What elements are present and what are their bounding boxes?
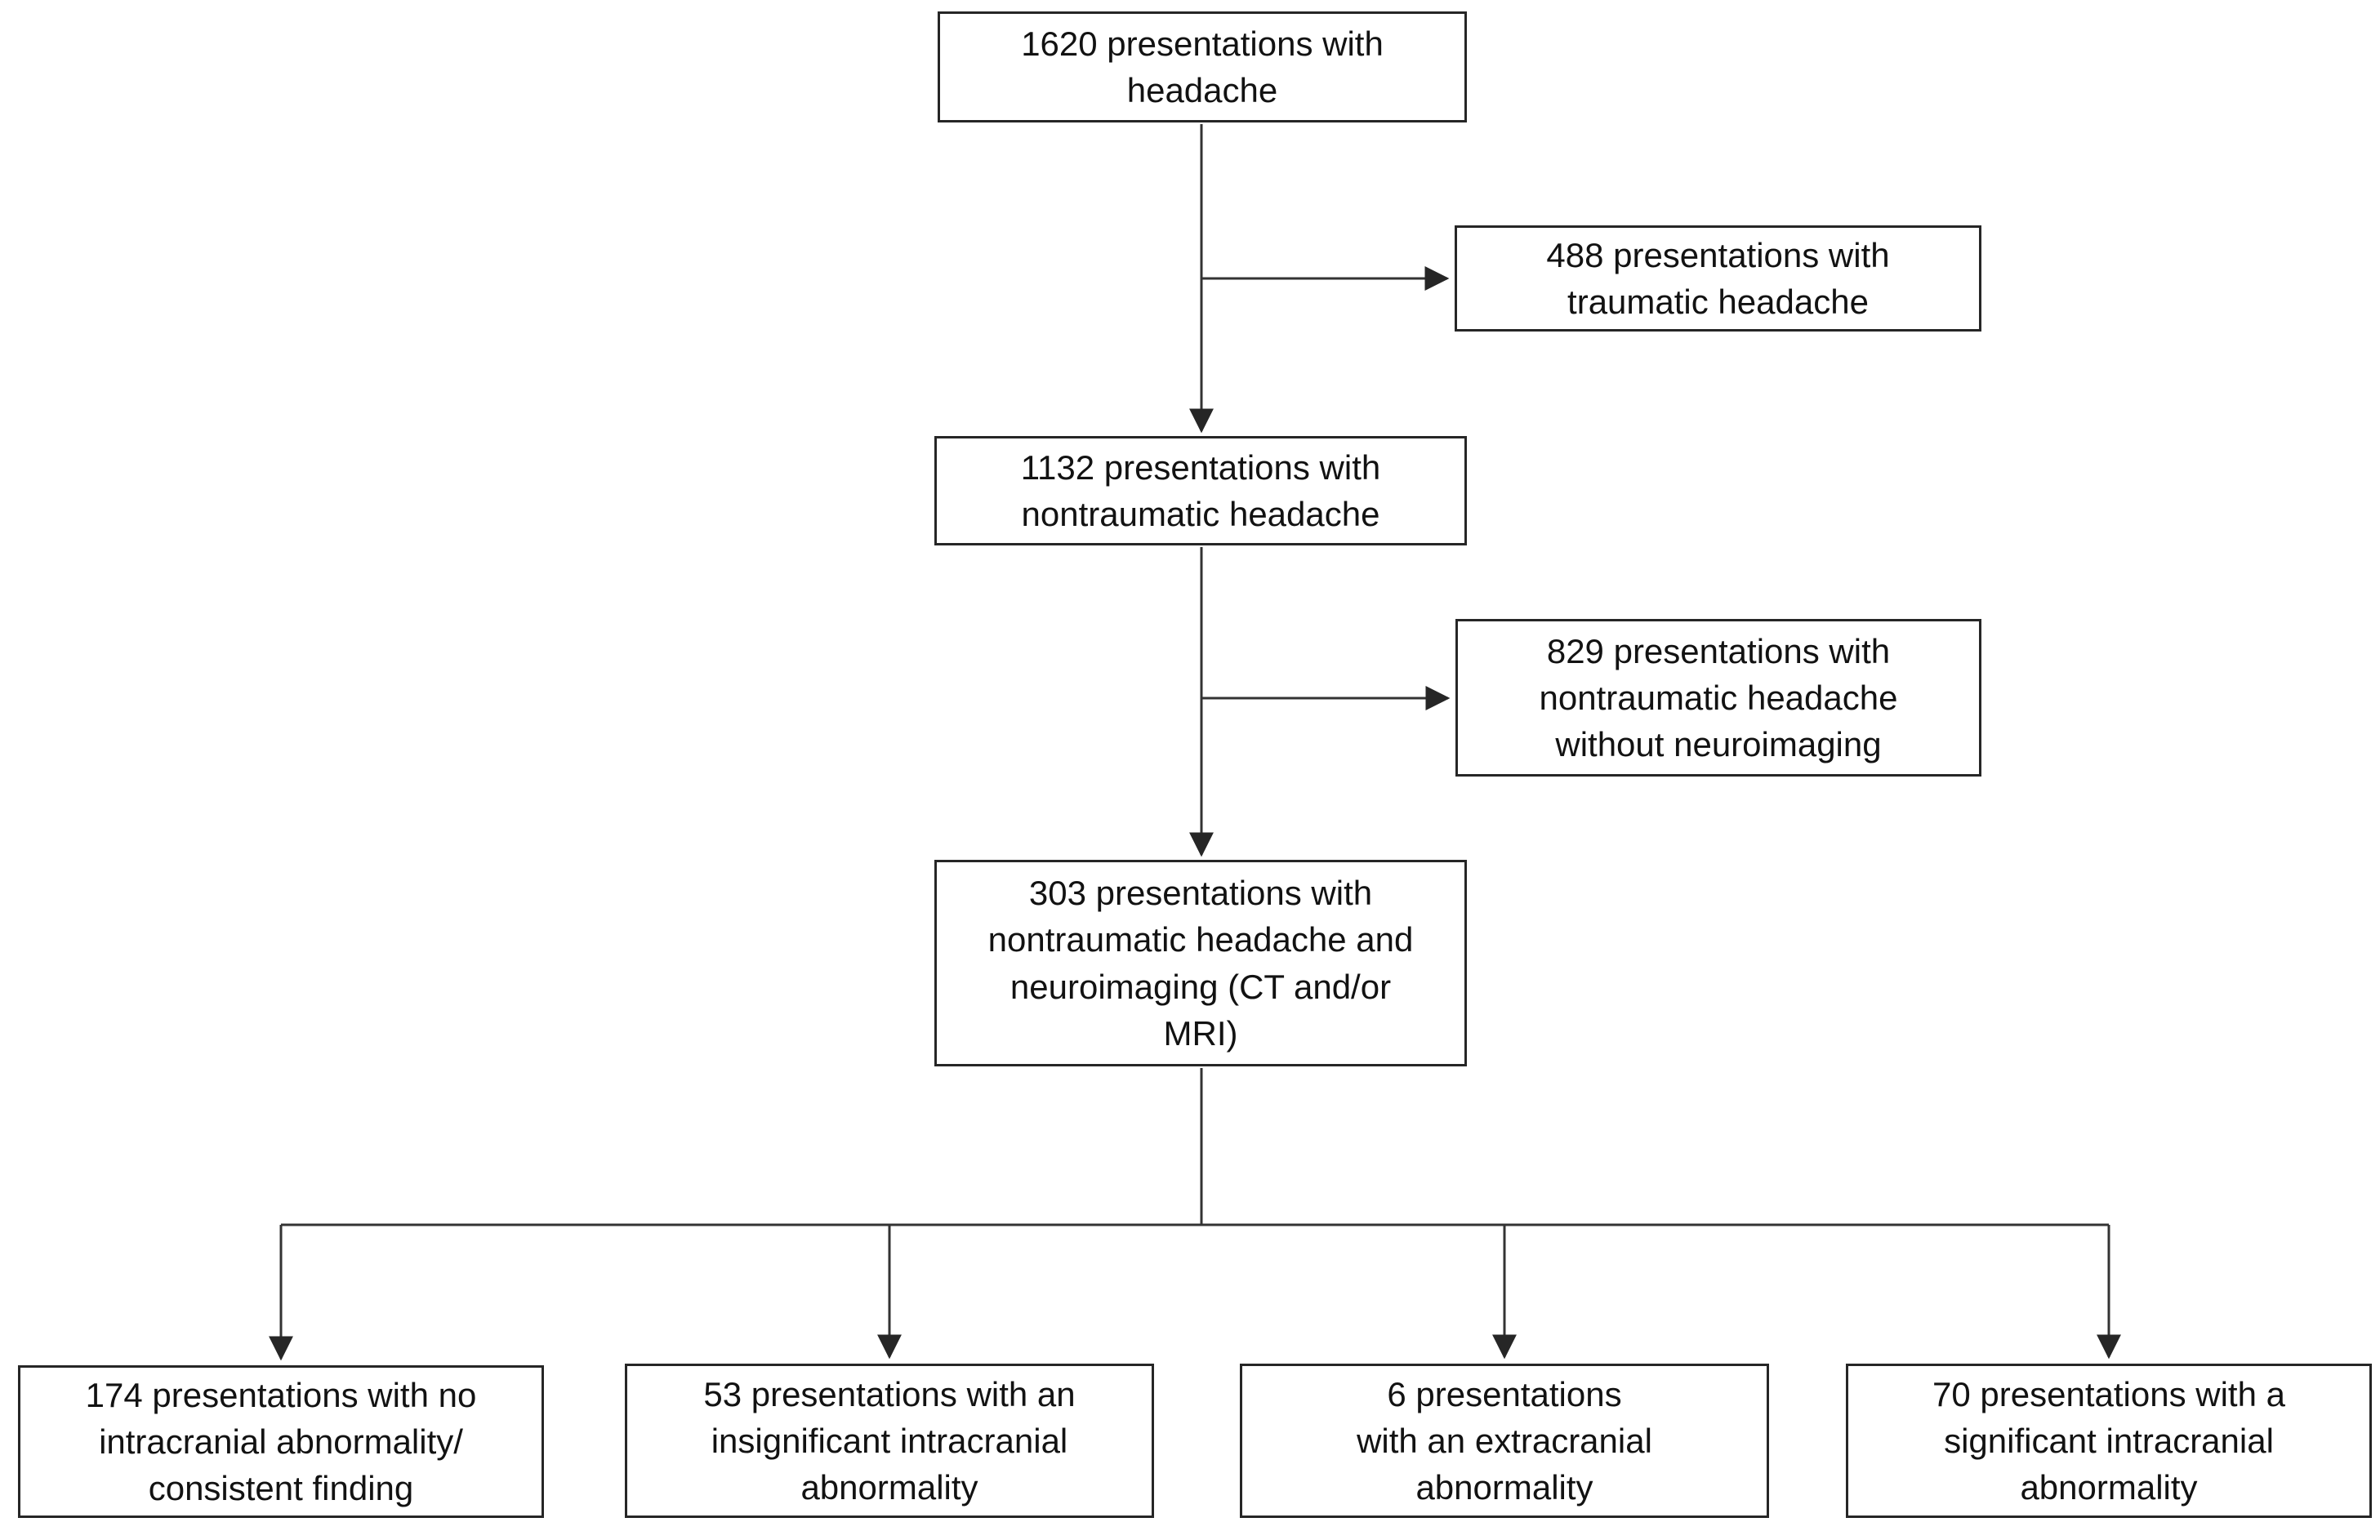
node-insignificant-intracranial-abnormality-label: 53 presentations with an insignificant i…	[703, 1374, 1076, 1507]
node-no-intracranial-abnormality-label: 174 presentations with no intracranial a…	[85, 1375, 477, 1508]
node-no-intracranial-abnormality: 174 presentations with no intracranial a…	[18, 1365, 544, 1518]
node-total-headache-label: 1620 presentations with headache	[1021, 24, 1384, 109]
node-extracranial-abnormality-label: 6 presentations with an extracranial abn…	[1357, 1374, 1652, 1507]
node-without-neuroimaging-label: 829 presentations with nontraumatic head…	[1539, 631, 1898, 764]
node-without-neuroimaging: 829 presentations with nontraumatic head…	[1455, 619, 1981, 777]
node-traumatic-headache: 488 presentations with traumatic headach…	[1455, 225, 1981, 332]
node-with-neuroimaging-label: 303 presentations with nontraumatic head…	[987, 874, 1414, 1053]
node-insignificant-intracranial-abnormality: 53 presentations with an insignificant i…	[625, 1364, 1154, 1518]
node-nontraumatic-headache-label: 1132 presentations with nontraumatic hea…	[1020, 447, 1381, 533]
node-significant-intracranial-abnormality-label: 70 presentations with a significant intr…	[1932, 1374, 2285, 1507]
node-traumatic-headache-label: 488 presentations with traumatic headach…	[1546, 235, 1890, 321]
node-extracranial-abnormality: 6 presentations with an extracranial abn…	[1240, 1364, 1769, 1518]
node-with-neuroimaging: 303 presentations with nontraumatic head…	[934, 860, 1467, 1066]
node-nontraumatic-headache: 1132 presentations with nontraumatic hea…	[934, 436, 1467, 545]
node-total-headache: 1620 presentations with headache	[938, 11, 1467, 122]
node-significant-intracranial-abnormality: 70 presentations with a significant intr…	[1846, 1364, 2372, 1518]
